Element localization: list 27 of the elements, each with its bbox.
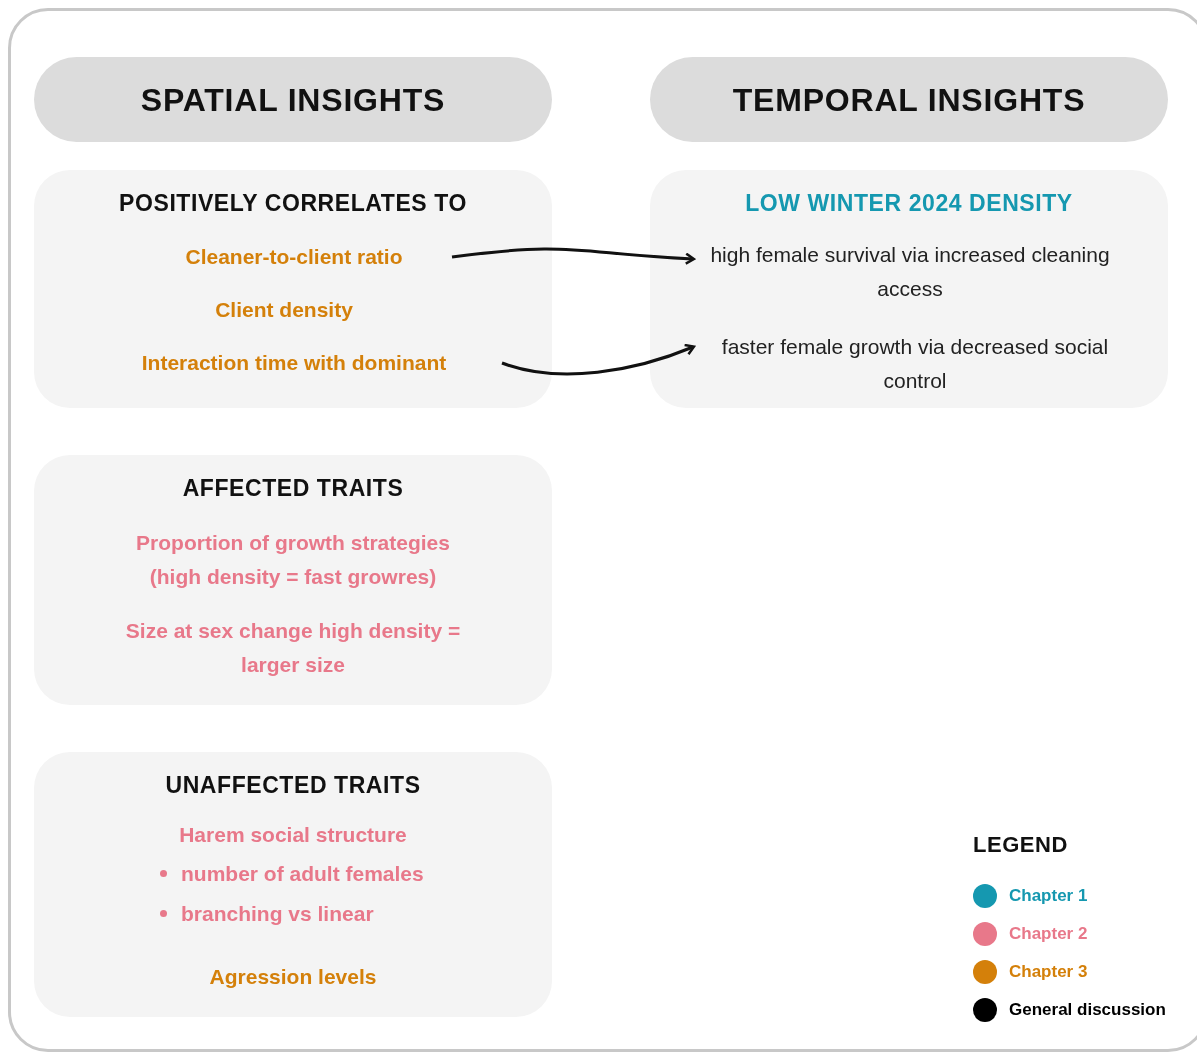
legend-text: Chapter 1	[1009, 885, 1088, 908]
legend-text: Chapter 2	[1009, 923, 1088, 946]
curved-arrow	[451, 247, 696, 265]
header-pill: SPATIAL INSIGHTS	[34, 57, 552, 142]
factor-text: Cleaner-to-client ratio	[144, 240, 444, 274]
factor-text: Client density	[184, 293, 384, 327]
trait-text: Proportion of growth strategies (high density = fast growres)	[135, 529, 451, 590]
panel-title: AFFECTED TRAITS	[182, 474, 404, 503]
trait-text: Harem social structure	[179, 821, 407, 848]
effect-text: faster female growth via decreased social control	[705, 330, 1125, 398]
effect-text: high female survival via increased cleaning access	[705, 238, 1115, 306]
legend-text: General discussion	[1009, 999, 1166, 1022]
bullet-text: number of adult females	[181, 861, 424, 887]
panel-title: POSITIVELY CORRELATES TO	[119, 189, 467, 218]
trait-text: Agression levels	[209, 964, 377, 990]
panel	[650, 170, 1168, 408]
curved-arrow	[501, 343, 696, 376]
legend-title: LEGEND	[973, 831, 1069, 859]
legend-text: Chapter 3	[1009, 961, 1088, 984]
header-pill: TEMPORAL INSIGHTS	[650, 57, 1168, 142]
panel	[34, 170, 552, 408]
trait-text: Size at sex change high density = larger size	[124, 617, 462, 678]
panel-title: LOW WINTER 2024 DENSITY	[745, 189, 1073, 218]
panel	[34, 752, 552, 1017]
factor-text: Interaction time with dominant	[94, 346, 494, 380]
bullet-text: branching vs linear	[181, 900, 374, 927]
panel-title: UNAFFECTED TRAITS	[165, 771, 421, 800]
